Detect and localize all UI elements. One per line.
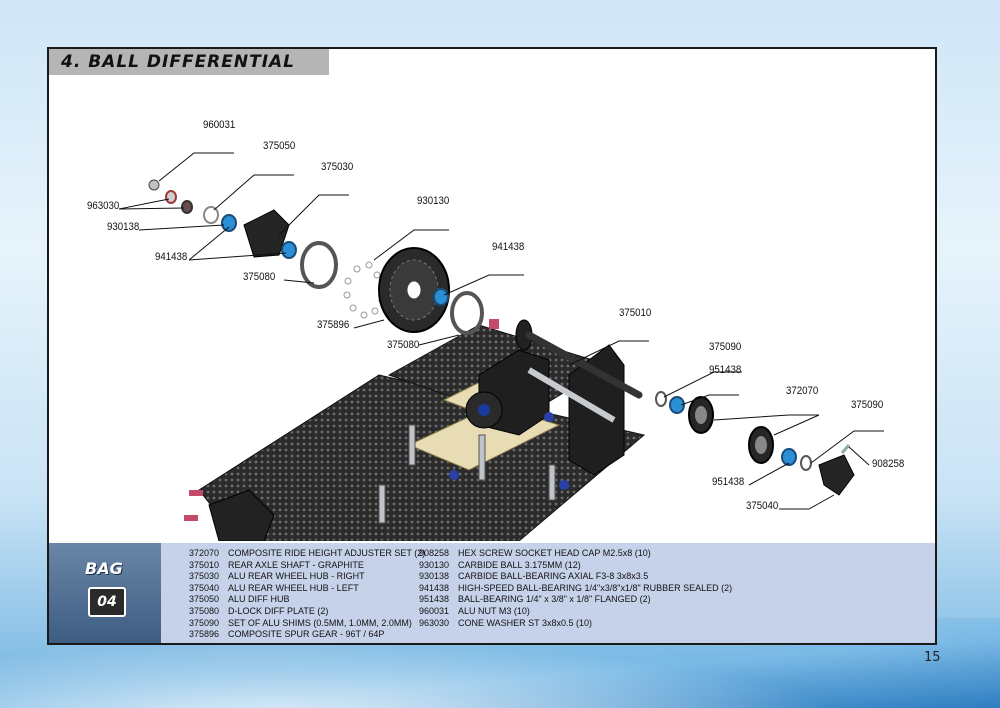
section-title: 4. BALL DIFFERENTIAL <box>49 49 329 75</box>
callout-951438-top: 951438 <box>709 364 742 376</box>
bag-number: 04 <box>88 587 126 617</box>
callout-908258: 908258 <box>872 458 905 470</box>
callout-372070: 372070 <box>786 385 819 397</box>
callout-375080-right: 375080 <box>387 339 420 351</box>
assembly-illustration <box>118 152 884 542</box>
bag-label: BAG <box>85 559 123 578</box>
callout-941438-left: 941438 <box>155 251 188 263</box>
callout-375010: 375010 <box>619 307 652 319</box>
exploded-diagram: 960031 375050 375030 963030 930138 93013… <box>49 75 935 542</box>
callout-960031: 960031 <box>203 119 236 131</box>
callout-375090-top: 375090 <box>709 341 742 353</box>
callout-930130: 930130 <box>417 195 450 207</box>
callout-375030: 375030 <box>321 161 354 173</box>
callout-375050: 375050 <box>263 140 296 152</box>
callout-375090-right: 375090 <box>851 399 884 411</box>
leader-lines <box>118 152 884 510</box>
callout-951438-bottom: 951438 <box>712 476 745 488</box>
callout-375080-left: 375080 <box>243 271 276 283</box>
callout-375040: 375040 <box>746 500 779 512</box>
callout-963030: 963030 <box>87 200 120 212</box>
bag-badge: BAG 04 <box>49 543 161 643</box>
callout-941438-right: 941438 <box>492 241 525 253</box>
page-number: 15 <box>924 650 941 665</box>
diff-parts <box>148 179 855 496</box>
callout-930138: 930138 <box>107 221 140 233</box>
instruction-panel: 4. BALL DIFFERENTIAL <box>47 47 937 645</box>
callout-375896: 375896 <box>317 319 350 331</box>
